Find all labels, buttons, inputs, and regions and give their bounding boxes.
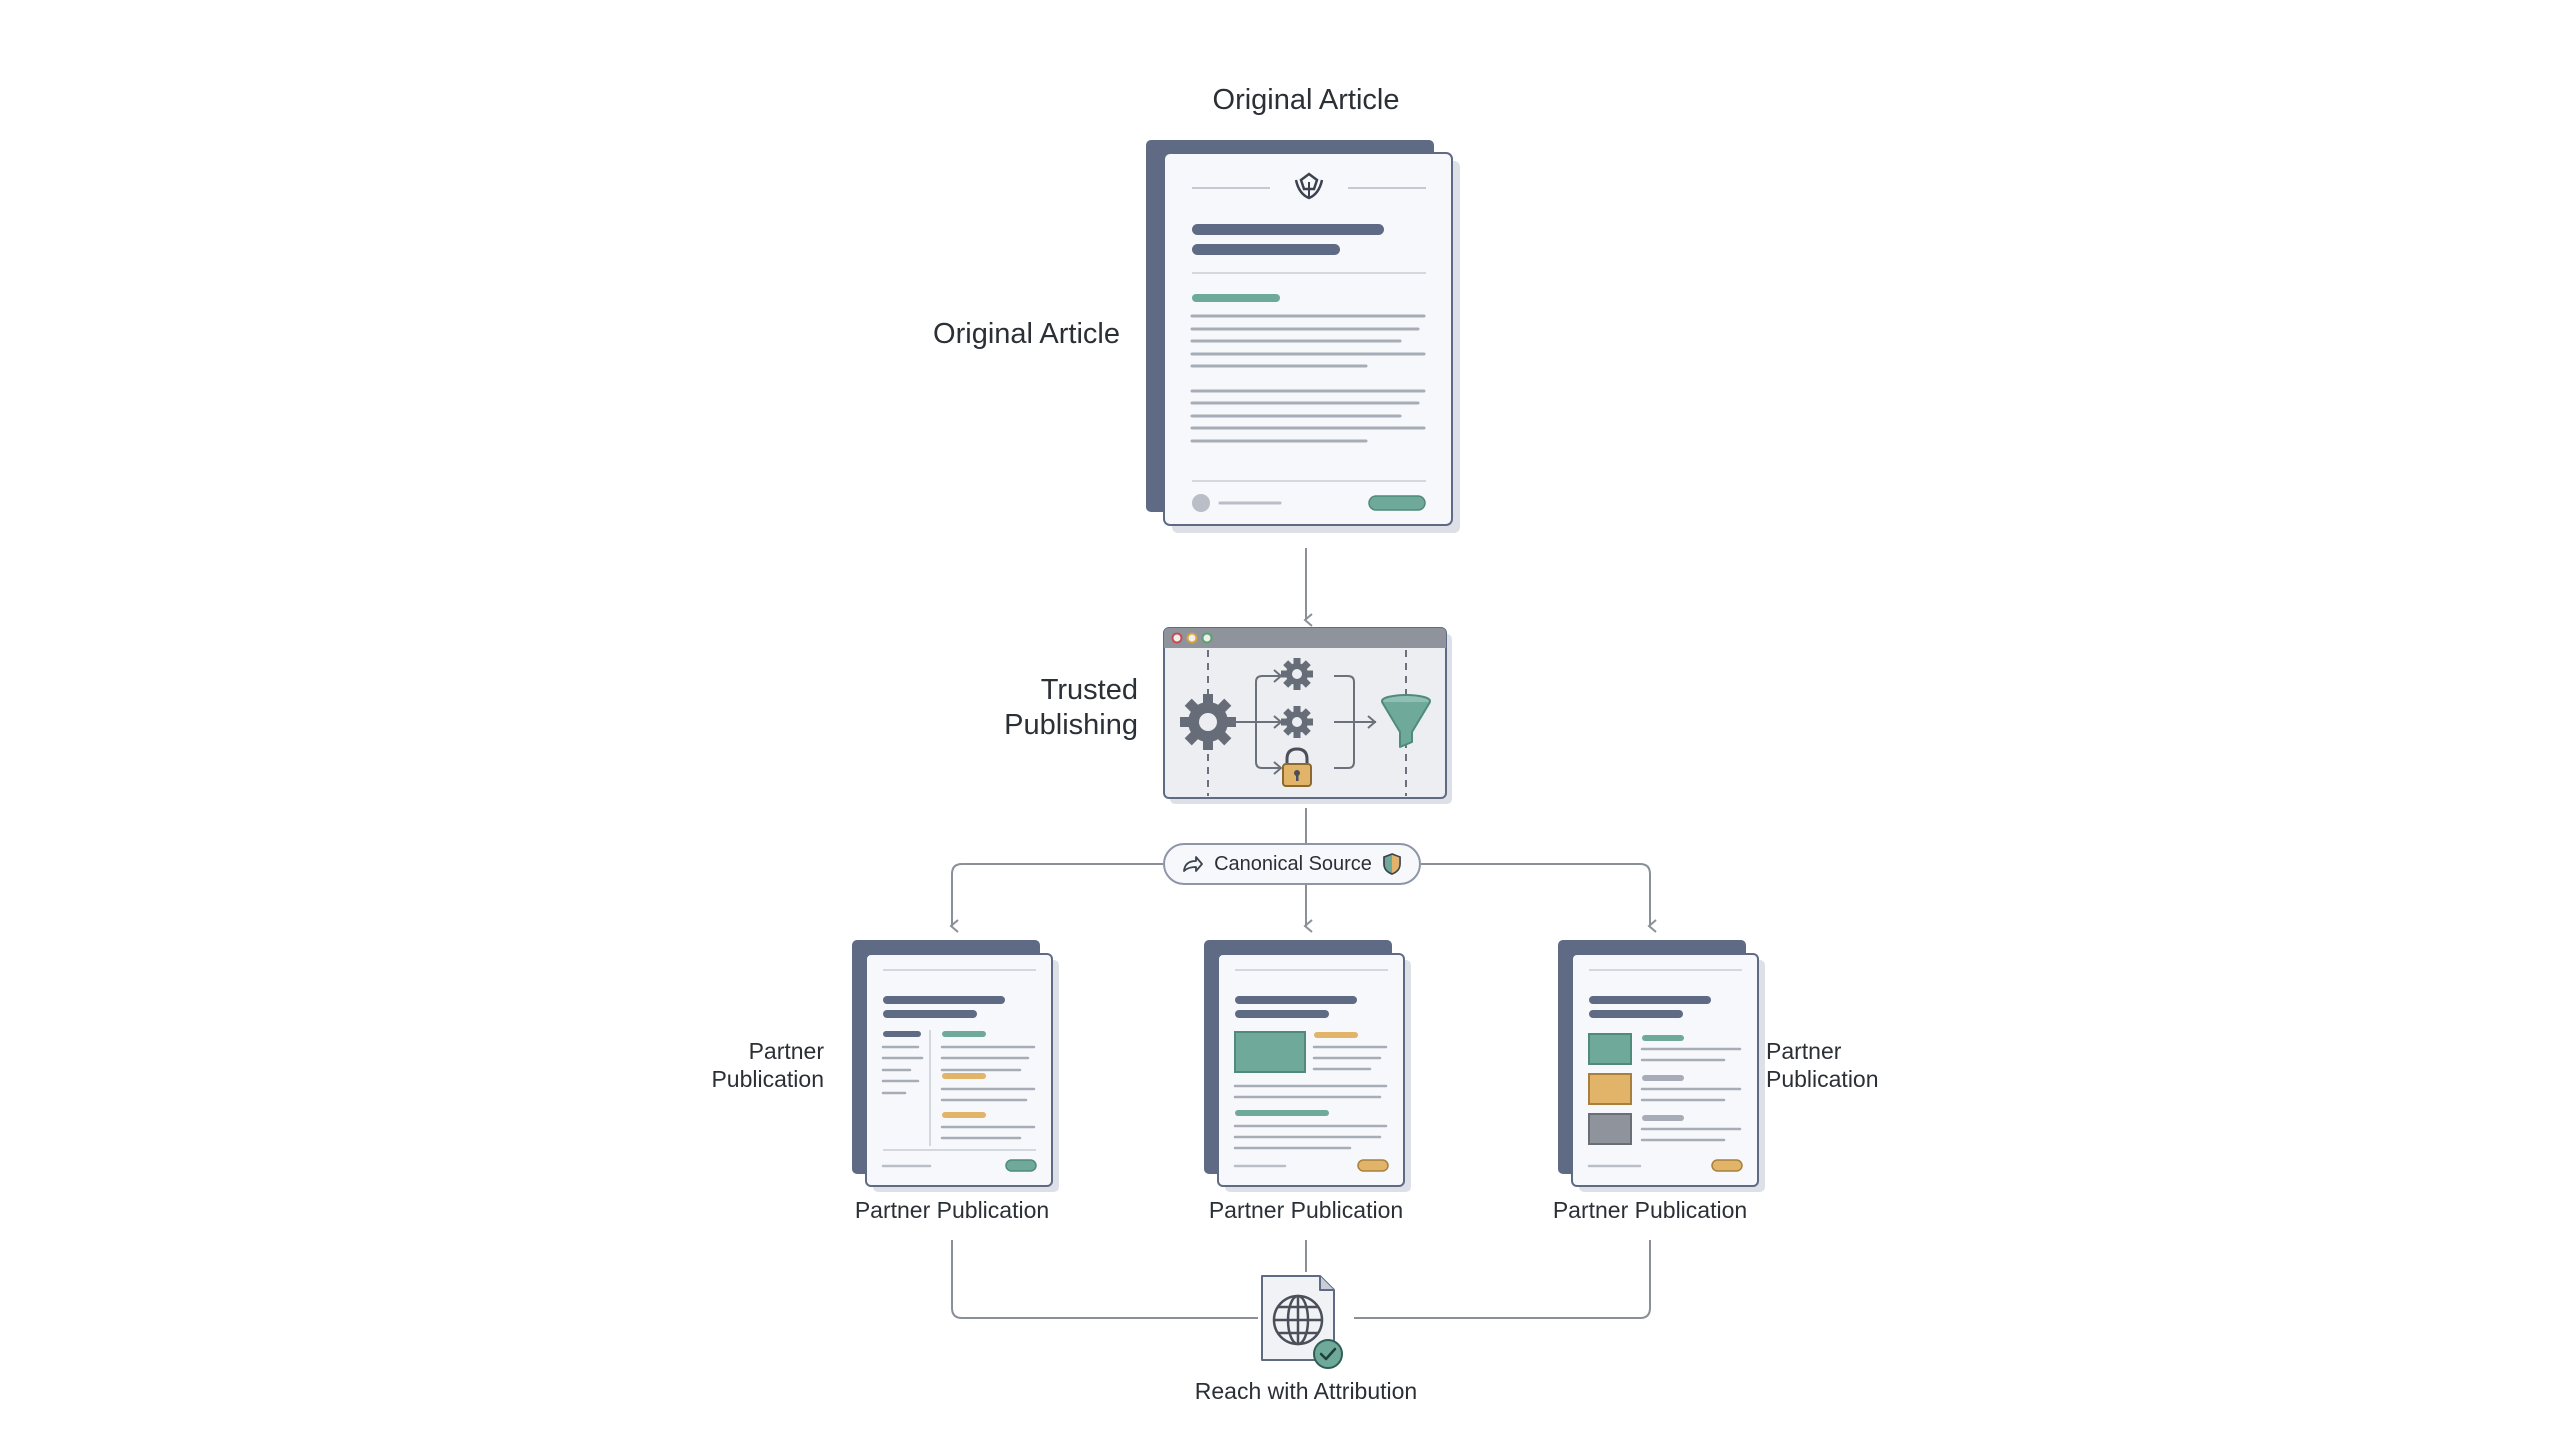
partner-side-label-right: Partner Publication	[1766, 1038, 1879, 1092]
distribution-connectors	[949, 808, 1657, 933]
attribution-connectors	[951, 1240, 1651, 1319]
original-article-label: Original Article	[933, 318, 1120, 350]
partner-publication-document-2	[1204, 940, 1411, 1192]
canonical-source-badge: Canonical Source	[1163, 843, 1421, 885]
checkmark-icon	[1313, 1339, 1343, 1369]
share-arrow-icon	[1183, 856, 1203, 872]
gear-icon	[1281, 706, 1313, 738]
funnel-icon	[1381, 694, 1431, 748]
canonical-source-label: Canonical Source	[1214, 852, 1372, 875]
partner-publication-document-3	[1558, 940, 1765, 1192]
partner-caption-2: Partner Publication	[1208, 1197, 1404, 1223]
gear-icon	[1180, 694, 1236, 750]
top-title: Original Article	[1212, 84, 1400, 116]
reach-with-attribution-label: Reach with Attribution	[1194, 1378, 1418, 1404]
partner-side-label-left: Partner Publication	[711, 1038, 824, 1092]
shield-icon	[1383, 853, 1401, 875]
trusted-publishing-window	[1163, 627, 1452, 804]
leaf-emblem-icon	[1294, 172, 1324, 200]
partner-caption-3: Partner Publication	[1552, 1197, 1748, 1223]
globe-document-icon	[1261, 1275, 1343, 1369]
gear-icon	[1281, 658, 1313, 690]
partner-publication-document-1	[852, 940, 1059, 1192]
original-article-document	[1146, 140, 1460, 533]
partner-caption-1: Partner Publication	[854, 1197, 1050, 1223]
lock-icon	[1282, 747, 1312, 787]
trusted-publishing-label: Trusted Publishing	[1004, 674, 1138, 741]
